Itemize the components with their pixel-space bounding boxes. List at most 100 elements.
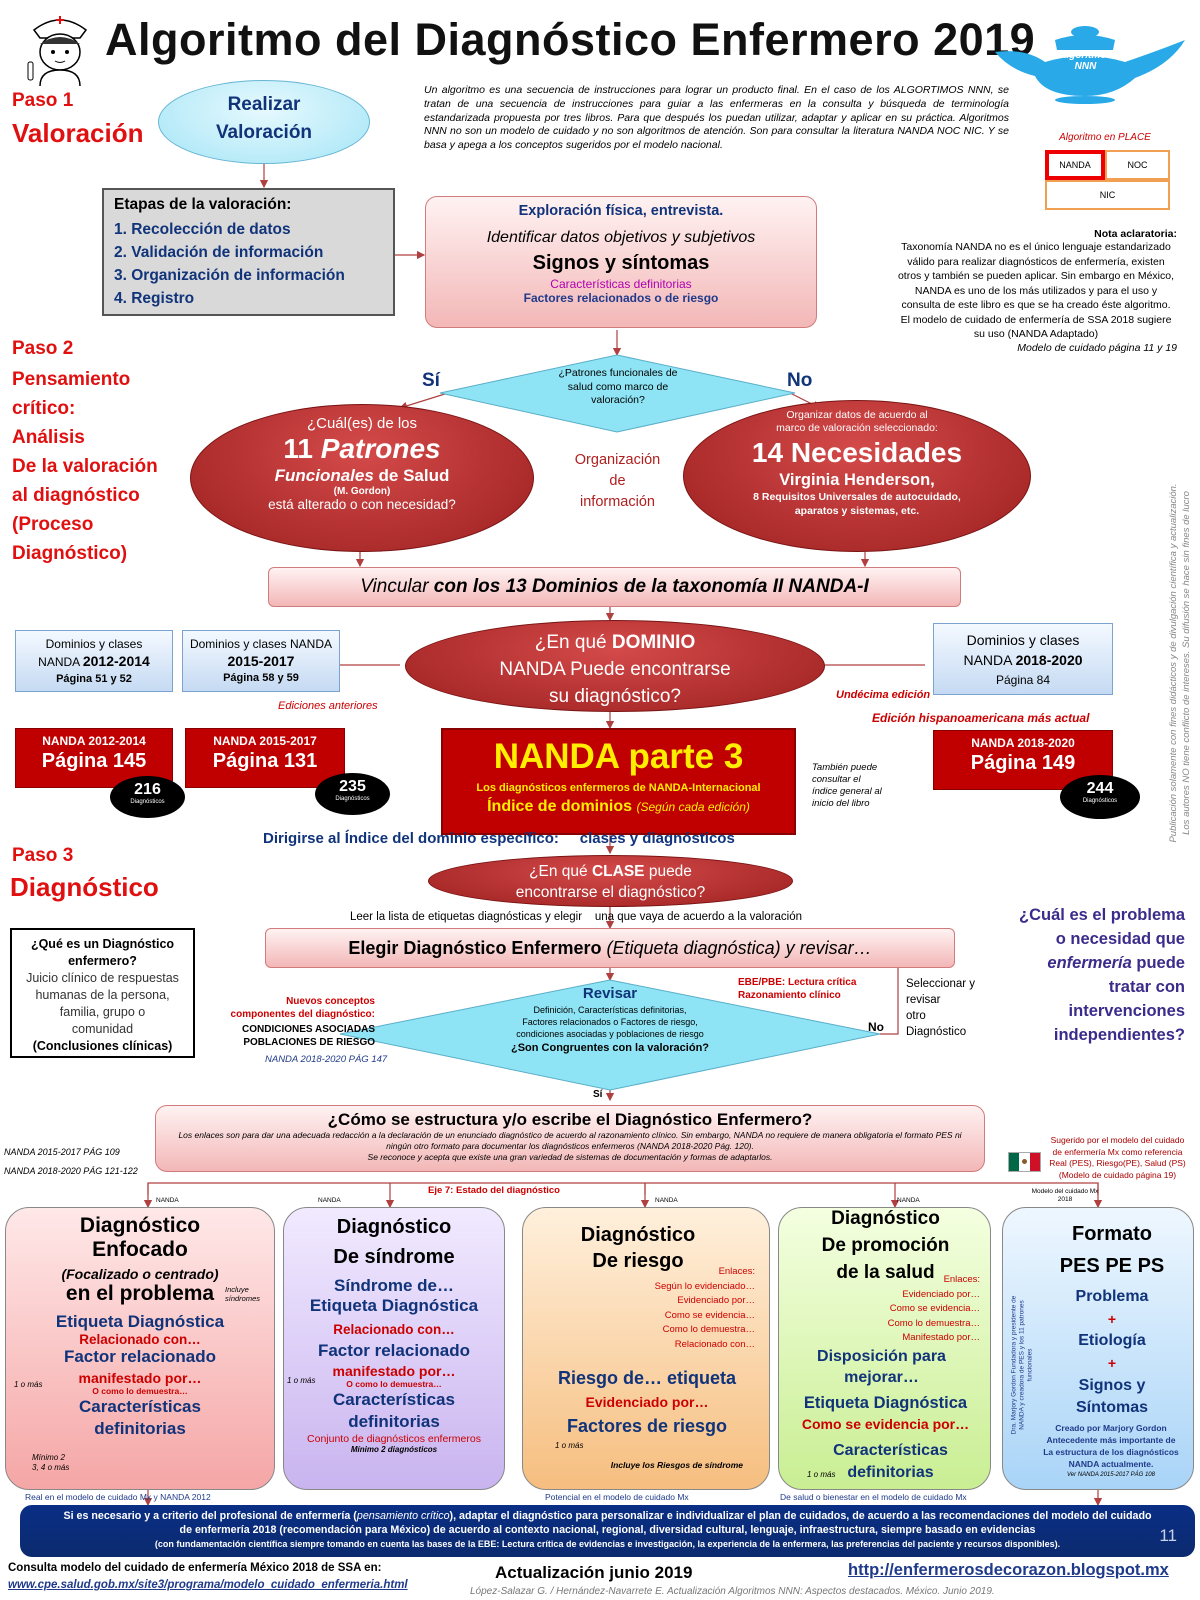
col3-inc: Incluye los Riesgos de síndrome xyxy=(610,1460,743,1470)
col3-enlaces: Enlaces: Según lo evidenciado… Evidencia… xyxy=(654,1266,755,1350)
col5-l4: Creado por Marjory Gordon Antecedente má… xyxy=(1043,1423,1179,1469)
col2-l4: Factor relacionado xyxy=(317,1341,471,1360)
col5-l2: Etiología xyxy=(1078,1332,1146,1349)
cita: López-Salazar G. / Hernández-Navarrete E… xyxy=(470,1586,995,1597)
parte3-title: NANDA parte 3 xyxy=(493,737,744,776)
n2018-l1: NANDA 2018-2020 xyxy=(971,736,1075,750)
col2-m1: 1 o más xyxy=(287,1376,316,1385)
diagnostico-sindrome-card: Diagnóstico De síndrome Síndrome de… Eti… xyxy=(283,1207,505,1490)
col3-m1: 1 o más xyxy=(555,1441,584,1450)
revisar-diamond-text: Revisar Definición, Características defi… xyxy=(470,985,750,1054)
logo-text: Algoritmos NNN xyxy=(1059,50,1112,72)
col3-foot: Potencial en el modelo de cuidado Mx xyxy=(545,1492,689,1502)
dominios-2018-box: Dominios y clases NANDA 2018-2020 Página… xyxy=(933,623,1113,695)
n2015-count: 235 xyxy=(339,778,366,795)
decision-patrones: ¿Patrones funcionales de salud como marc… xyxy=(558,367,678,406)
n2015-l2: Página 131 xyxy=(212,750,318,772)
que-es-title: ¿Qué es un Diagnóstico enfermero? xyxy=(30,937,175,968)
paso2-label: Paso 2 xyxy=(12,338,74,359)
consulta-url-link[interactable]: www.cpe.salud.gob.mx/site3/programa/mode… xyxy=(8,1579,408,1591)
parte3-segun: (Según cada edición) xyxy=(636,800,750,814)
revisar-q: ¿Son Congruentes con la valoración? xyxy=(510,1042,710,1054)
col1-l6: Características definitorias xyxy=(79,1397,201,1438)
diagnostico-enfocado-card: Diagnóstico Enfocado (Focalizado o centr… xyxy=(5,1207,275,1490)
clase-q-a: ¿En qué xyxy=(529,863,592,880)
clase-question-oval: ¿En qué CLASE puede encontrarse el diagn… xyxy=(428,855,793,907)
nanda-parte3-box: NANDA parte 3 Los diagnósticos enfermero… xyxy=(441,728,796,835)
col2-l1: Síndrome de… xyxy=(334,1276,454,1295)
col4-l4: Características definitorias xyxy=(833,1442,948,1481)
que-es-diagnostico-box: ¿Qué es un Diagnóstico enfermero? Juicio… xyxy=(10,928,195,1058)
ebe-pbe: EBE/PBE: Lectura crítica Razonamiento cl… xyxy=(738,977,857,1001)
col1-title2: en el problema xyxy=(65,1282,215,1305)
col3-l2: Evidenciado por… xyxy=(585,1394,709,1410)
col1-l4: manifestado por… xyxy=(78,1370,202,1386)
cual-es-problema: ¿Cuál es el problema o necesidad que enf… xyxy=(995,903,1185,1047)
cual-c: puede tratar con intervenciones independ… xyxy=(1053,954,1185,1044)
estructura-title: ¿Cómo se estructura y/o escribe el Diagn… xyxy=(327,1110,813,1129)
col1-foot: Real en el modelo de cuidado Mx y NANDA … xyxy=(25,1492,211,1502)
dominio-q-b: DOMINIO xyxy=(611,632,696,653)
decision-no: No xyxy=(787,370,813,391)
sugerido-modelo: Sugerido por el modelo del cuidado de en… xyxy=(1049,1135,1186,1180)
col2-l8: Conjunto de diagnósticos enfermeros xyxy=(307,1433,481,1445)
nuevos-items: CONDICIONES ASOCIADAS POBLACIONES DE RIE… xyxy=(242,1024,375,1048)
bottom-page: 11 xyxy=(1159,1526,1177,1545)
blog-link[interactable]: http://enfermerosdecorazon.blogspot.mx xyxy=(848,1561,1169,1579)
n2015-sub: Diagnósticos xyxy=(335,796,370,802)
etapas-item: 3. Organización de información xyxy=(114,267,345,284)
etapas-title: Etapas de la valoración: xyxy=(114,196,292,213)
col3-title: Diagnóstico De riesgo xyxy=(580,1224,696,1272)
count-235-bubble: 235 Diagnósticos xyxy=(315,773,390,815)
patrones-gordon: (M. Gordon) xyxy=(333,486,391,497)
dominio-question-oval: ¿En qué DOMINIO NANDA Puede encontrarse … xyxy=(405,620,825,712)
estructura-body: Los enlaces son para dar una adecuada re… xyxy=(178,1130,962,1162)
genie-lamp-logo xyxy=(995,26,1185,104)
realizar-valoracion-oval: Realizar Valoración xyxy=(158,80,370,164)
elegir-b: (Etiqueta diagnóstica) y revisar… xyxy=(606,938,872,958)
col3-l3: Factores de riesgo xyxy=(566,1416,728,1436)
signos-sintomas: Signos y síntomas xyxy=(532,252,710,274)
parte3-sub: Los diagnósticos enfermeros de NANDA-Int… xyxy=(476,782,761,794)
dominio-q-c: NANDA Puede encontrarse su diagnóstico? xyxy=(499,659,731,707)
consulta-modelo: Consulta modelo del cuidado de enfermerí… xyxy=(8,1562,382,1574)
col2-l9: Mínimo 2 diagnósticos xyxy=(350,1445,438,1454)
dom2015-l2: 2015-2017 xyxy=(227,653,295,669)
diagnostico-promocion-card: Diagnóstico De promoción de la salud Enl… xyxy=(778,1207,991,1490)
nota-title: Nota aclaratoria: xyxy=(1094,228,1177,240)
dominios-2015-box: Dominios y clases NANDA 2015-2017 Página… xyxy=(182,630,340,692)
col4-l1: Disposición para mejorar… xyxy=(817,1348,946,1386)
n2012-l1: NANDA 2012-2014 xyxy=(42,734,146,748)
ediciones-anteriores: Ediciones anteriores xyxy=(278,700,378,712)
nanda-tag: NANDA xyxy=(655,1197,678,1204)
nanda-2015-box: NANDA 2015-2017 Página 131 xyxy=(185,728,345,788)
dirigirse-indice: Dirigirse al Índice del dominio específi… xyxy=(263,830,735,847)
undecima-edicion: Undécima edición xyxy=(836,689,931,701)
nanda-tag: NANDA xyxy=(318,1197,341,1204)
col4-l3: Como se evidencia por… xyxy=(801,1416,970,1432)
cual-b: enfermería xyxy=(1047,954,1132,972)
count-244-bubble: 244 Diagnósticos xyxy=(1060,775,1140,819)
clase-q-c: puede xyxy=(644,863,692,880)
col2-l7: Características definitorias xyxy=(333,1390,455,1431)
col4-enlaces: Enlaces: Evidenciado por… Como se eviden… xyxy=(887,1274,980,1343)
col1-sub: (Focalizado o centrado) xyxy=(61,1266,219,1282)
etapas-item: 1. Recolección de datos xyxy=(114,221,291,238)
page-title: Algoritmo del Diagnóstico Enfermero 2019 xyxy=(105,14,1036,65)
col5-ref: Ver NANDA 2015-2017 PÁG 108 xyxy=(1067,1472,1155,1478)
clase-q-b: CLASE xyxy=(591,863,645,880)
vertical-disclaimer: Publicación solamente con fines didáctic… xyxy=(1168,483,1192,843)
nuevos-conceptos: Nuevos conceptos componentes del diagnós… xyxy=(215,995,375,1049)
col1-title: Diagnóstico Enfocado xyxy=(79,1214,201,1261)
n2015-l1: NANDA 2015-2017 xyxy=(213,734,317,748)
bottom-d: (con fundamentación científica siempre t… xyxy=(154,1539,1061,1549)
col4-foot: De salud o bienestar en el modelo de cui… xyxy=(780,1492,967,1502)
clase-q-d: encontrarse el diagnóstico? xyxy=(515,884,706,901)
mexico-flag xyxy=(1008,1152,1041,1172)
patrones-funcionales: Funcionales xyxy=(274,466,374,485)
col5-side: Dra. Marjory Gordon Fundadora y presiden… xyxy=(1010,1295,1034,1435)
col5-plus: + xyxy=(1107,1311,1117,1327)
dom2018-l2a: NANDA xyxy=(963,652,1016,668)
recomendacion-bar: Si es necesario y a criterio del profesi… xyxy=(20,1505,1195,1557)
